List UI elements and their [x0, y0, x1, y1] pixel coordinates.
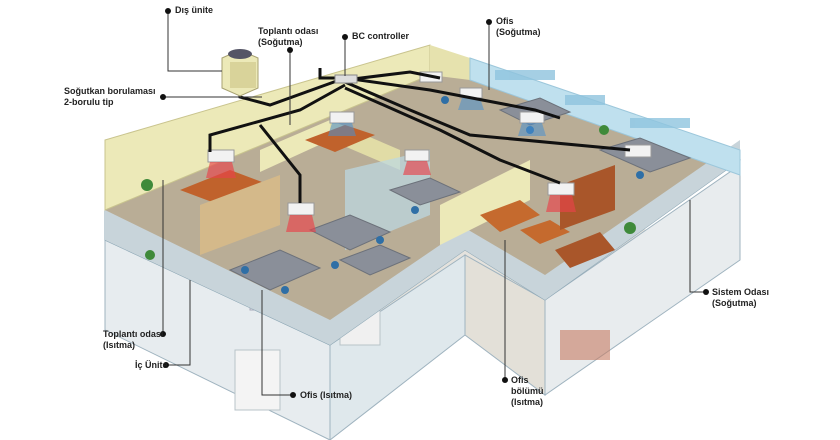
label-line: Soğutkan borulaması — [64, 86, 156, 96]
label-line: (Isıtma) — [511, 397, 544, 407]
label-office-cooling: Ofis (Soğutma) — [496, 16, 541, 38]
label-line: (Soğutma) — [712, 298, 757, 308]
label-line: 2-borulu tip — [64, 97, 114, 107]
label-bc-controller: BC controller — [352, 31, 410, 41]
label-line: Ofis — [511, 375, 529, 385]
label-line: (Isıtma) — [103, 340, 136, 350]
upper-floor — [104, 44, 742, 346]
label-meeting-room-cooling: Toplantı odası (Soğutma) — [258, 26, 318, 48]
label-refrigerant-piping: Soğutkan borulaması 2-borulu tip — [64, 86, 156, 108]
label-office-heating: Ofis (Isıtma) — [300, 390, 353, 400]
label-meeting-room-heating: Toplantı odası (Isıtma) — [103, 329, 163, 351]
label-line: Toplantı odası — [103, 329, 164, 339]
label-office-section-heating: Ofis bölümü (Isıtma) — [511, 375, 544, 408]
label-line: (Soğutma) — [258, 37, 303, 47]
label-line: Toplantı odası — [258, 26, 319, 36]
outdoor-unit-graphic — [221, 49, 259, 97]
leader-dots — [160, 8, 709, 398]
label-line: (Soğutma) — [496, 27, 541, 37]
label-line: Ofis — [496, 16, 514, 26]
label-indoor-unit: İç Ünite — [135, 360, 168, 370]
bc-controller-graphic — [334, 74, 358, 84]
leader-lines — [162, 11, 706, 396]
label-line: bölümü — [511, 386, 544, 396]
label-outdoor-unit: Dış ünite — [175, 5, 214, 15]
label-system-room-cooling: Sistem Odası (Soğutma) — [712, 287, 769, 309]
label-line: Sistem Odası — [712, 287, 770, 297]
